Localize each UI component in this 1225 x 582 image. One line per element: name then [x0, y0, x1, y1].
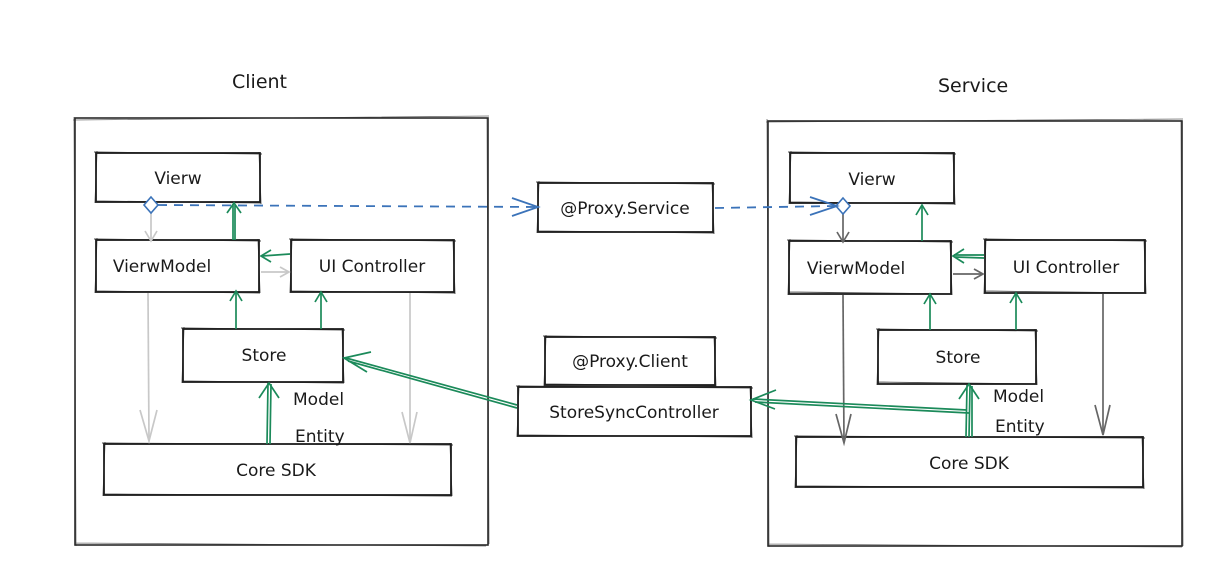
service-arrow-uicontroller-to-coresdk: [1094, 294, 1111, 436]
client-arrow-store-to-uicontroller: [314, 290, 328, 329]
service-arrow-viewmodel-to-view: [915, 203, 929, 241]
client-arrow-coresdk-to-store: [258, 381, 280, 445]
client-core-sdk-label: Core SDK: [236, 461, 317, 481]
client-arrow-uicontroller-to-coresdk: [401, 293, 418, 444]
client-view-box: Vierw: [93, 150, 263, 205]
client-view-label: Vierw: [154, 169, 201, 189]
sync-arrow-from-service-entity: [748, 389, 970, 414]
proxy-service-label: @Proxy.Service: [560, 199, 689, 219]
proxy-client-box: @Proxy.Client: [542, 334, 718, 388]
client-model-label: Model: [293, 390, 344, 410]
service-frame: [765, 118, 1184, 548]
client-ui-controller-box: UI Controller: [288, 237, 457, 295]
service-ui-controller-label: UI Controller: [1013, 258, 1119, 278]
service-arrow-viewmodel-to-coresdk: [835, 294, 852, 447]
service-store-box: Store: [875, 327, 1039, 386]
client-store-label: Store: [242, 346, 287, 366]
client-ui-controller-label: UI Controller: [319, 257, 425, 277]
service-arrow-viewmodel-to-uicontroller: [953, 268, 985, 280]
client-title: Client: [232, 71, 287, 93]
proxy-dashed-link: [142, 195, 852, 217]
client-arrow-view-to-viewmodel: [144, 210, 158, 243]
service-core-sdk-label: Core SDK: [929, 454, 1010, 474]
client-arrow-store-to-viewmodel: [229, 289, 243, 329]
sync-arrow-to-client-store: [341, 351, 518, 409]
service-arrow-coresdk-to-store: [958, 382, 980, 438]
service-store-label: Store: [936, 348, 981, 368]
service-arrow-view-to-viewmodel: [836, 213, 850, 244]
client-arrow-viewmodel-to-view: [226, 201, 242, 240]
service-ui-controller-box: UI Controller: [982, 237, 1148, 295]
service-arrow-store-to-viewmodel: [923, 292, 937, 330]
client-view-anchor-diamond: [142, 195, 160, 215]
service-view-anchor-diamond: [834, 196, 852, 216]
client-arrow-viewmodel-to-coresdk: [139, 292, 158, 445]
service-title: Service: [938, 75, 1008, 97]
store-sync-controller-label: StoreSyncController: [549, 403, 719, 423]
proxy-client-label: @Proxy.Client: [572, 352, 688, 372]
service-viewmodel-label: VierwModel: [807, 259, 905, 279]
client-store-box: Store: [180, 326, 346, 384]
client-arrow-viewmodel-to-uicontroller: [261, 266, 291, 278]
client-arrow-uicontroller-to-viewmodel: [259, 249, 291, 263]
service-arrow-uicontroller-to-viewmodel: [951, 248, 985, 264]
client-viewmodel-label: VierwModel: [113, 257, 211, 277]
store-sync-controller-box: StoreSyncController: [515, 384, 754, 439]
service-model-label: Model: [993, 387, 1044, 407]
service-view-label: Vierw: [848, 170, 895, 190]
service-arrow-store-to-uicontroller: [1009, 291, 1023, 330]
service-entity-label: Entity: [995, 417, 1045, 437]
service-view-box: Vierw: [787, 150, 957, 206]
client-entity-label: Entity: [295, 427, 345, 447]
proxy-service-box: @Proxy.Service: [535, 180, 716, 235]
client-viewmodel-box: VierwModel: [93, 237, 262, 294]
client-frame: [72, 115, 490, 547]
service-viewmodel-box: VierwModel: [786, 238, 954, 296]
service-core-sdk-box: Core SDK: [793, 434, 1146, 490]
client-core-sdk-box: Core SDK: [101, 441, 454, 497]
